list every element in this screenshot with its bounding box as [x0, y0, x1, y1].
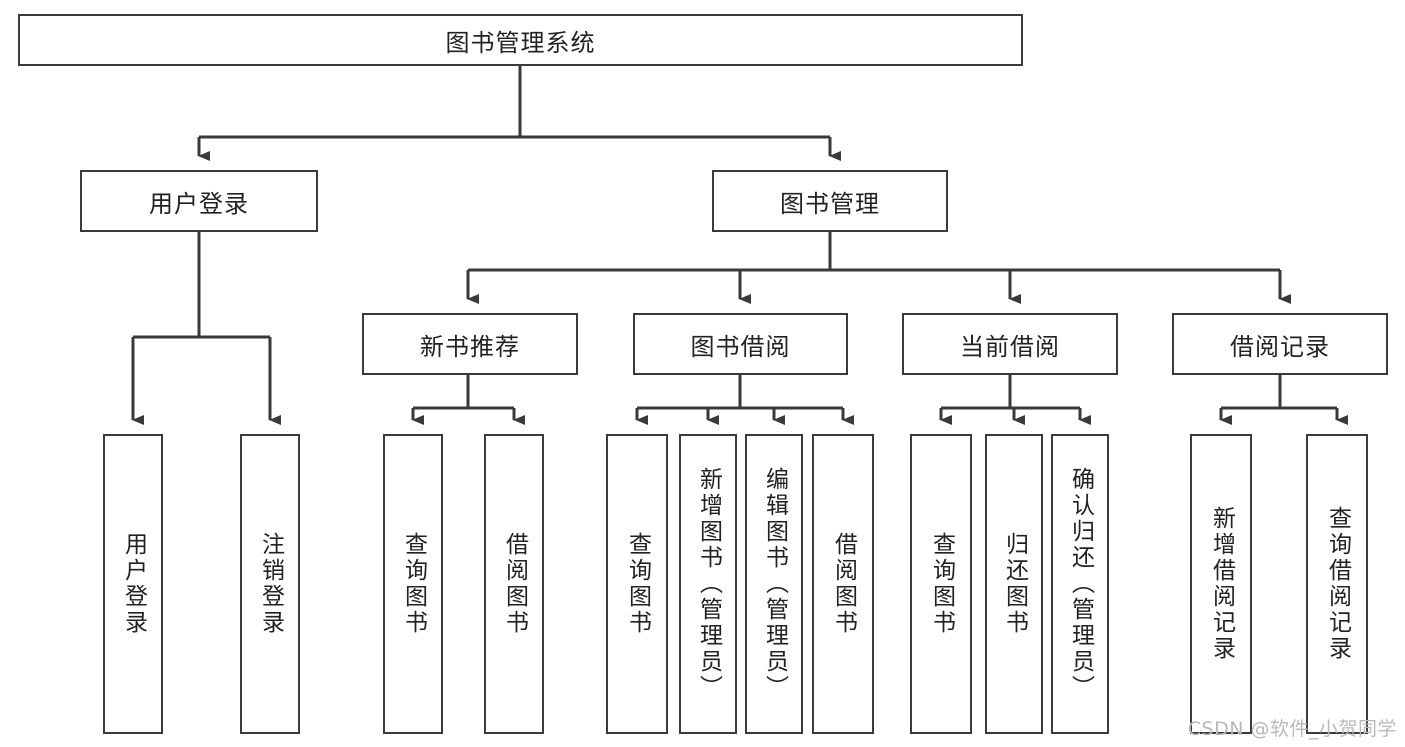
leaf-node[interactable]: 新增图书（管理员） — [679, 434, 737, 734]
leaf-node-label: 归还图书 — [1001, 532, 1028, 636]
leaf-node-label: 查询借阅记录 — [1324, 506, 1351, 662]
leaf-node-label: 查询图书 — [400, 532, 427, 636]
leaf-node[interactable]: 查询图书 — [383, 434, 443, 734]
node-new-book-recommendation-label: 新书推荐 — [420, 332, 520, 361]
leaf-node[interactable]: 查询图书 — [606, 434, 668, 734]
node-root-label: 图书管理系统 — [445, 28, 596, 57]
leaf-node[interactable]: 编辑图书（管理员） — [745, 434, 803, 734]
leaf-node-label: 确认归还（管理员） — [1067, 467, 1094, 701]
leaf-node-label: 编辑图书（管理员） — [761, 467, 788, 701]
node-user-login[interactable]: 用户登录 — [80, 170, 318, 232]
leaf-node[interactable]: 查询借阅记录 — [1306, 434, 1368, 734]
node-new-book-recommendation[interactable]: 新书推荐 — [362, 313, 578, 375]
leaf-node[interactable]: 归还图书 — [985, 434, 1043, 734]
node-book-management-label: 图书管理 — [780, 189, 880, 218]
node-user-login-label: 用户登录 — [149, 189, 249, 218]
leaf-node-label: 借阅图书 — [501, 532, 528, 636]
leaf-node-label: 查询图书 — [624, 532, 651, 636]
leaf-node-label: 新增借阅记录 — [1208, 506, 1235, 662]
watermark-text: CSDN @软件_小贺同学 — [1187, 718, 1397, 740]
node-current-borrowing-label: 当前借阅 — [960, 332, 1060, 361]
leaf-node-label: 查询图书 — [928, 532, 955, 636]
leaf-node[interactable]: 借阅图书 — [484, 434, 544, 734]
leaf-node[interactable]: 查询图书 — [910, 434, 972, 734]
leaf-node-label: 用户登录 — [120, 532, 147, 636]
leaf-node[interactable]: 注销登录 — [240, 434, 300, 734]
leaf-node-label: 新增图书（管理员） — [695, 467, 722, 701]
leaf-node-label: 借阅图书 — [830, 532, 857, 636]
node-current-borrowing[interactable]: 当前借阅 — [902, 313, 1118, 375]
node-borrowing-record-label: 借阅记录 — [1230, 332, 1330, 361]
node-borrowing-record[interactable]: 借阅记录 — [1172, 313, 1388, 375]
node-book-borrowing-label: 图书借阅 — [690, 332, 791, 361]
node-book-management[interactable]: 图书管理 — [712, 170, 948, 232]
node-root[interactable]: 图书管理系统 — [18, 14, 1023, 66]
leaf-node[interactable]: 新增借阅记录 — [1190, 434, 1252, 734]
leaf-node[interactable]: 确认归还（管理员） — [1051, 434, 1109, 734]
leaf-node-label: 注销登录 — [257, 532, 284, 636]
node-book-borrowing[interactable]: 图书借阅 — [633, 313, 848, 375]
leaf-node[interactable]: 用户登录 — [103, 434, 163, 734]
leaf-node[interactable]: 借阅图书 — [812, 434, 874, 734]
